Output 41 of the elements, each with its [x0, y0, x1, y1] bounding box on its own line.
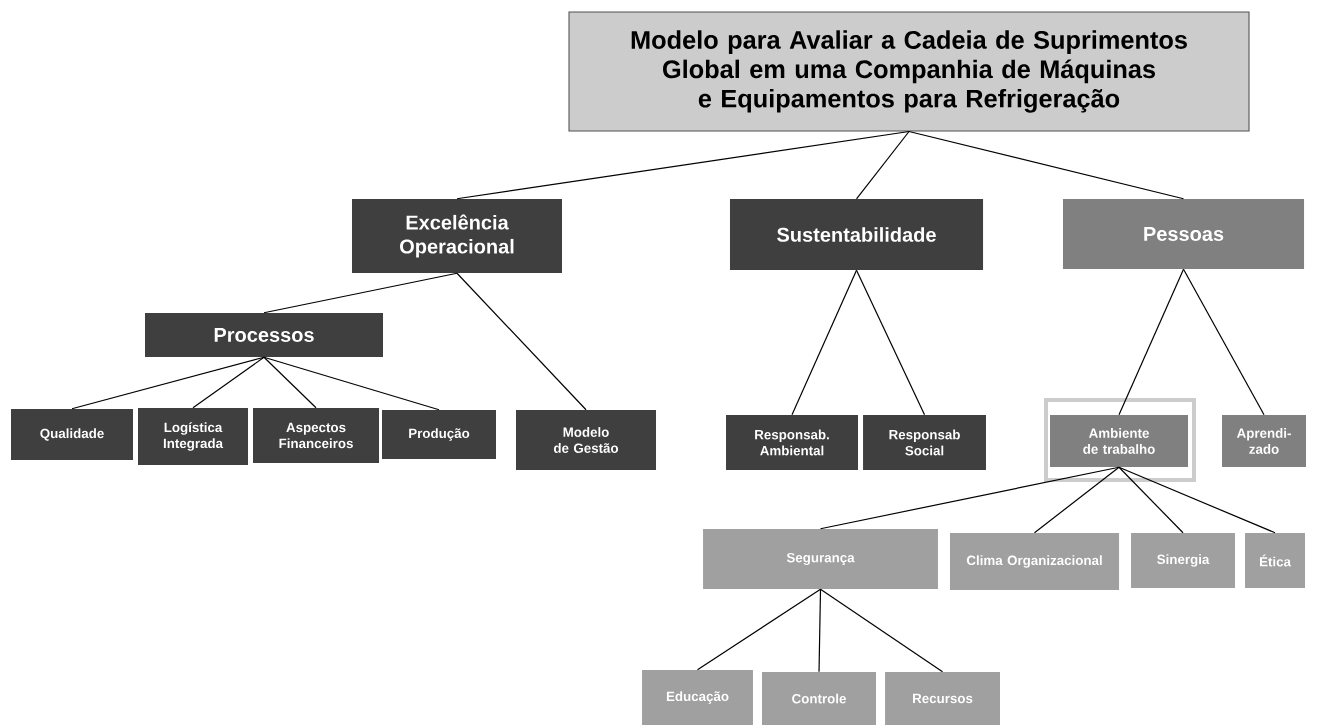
connector-line [908, 130, 1185, 200]
criterion-box: Ética [1245, 533, 1305, 588]
connector-line [456, 130, 910, 200]
criterion-box: Responsab Social [863, 415, 986, 470]
connector-line [456, 272, 587, 411]
criterion-box: Produção [382, 409, 496, 460]
category-box: Pessoas [1063, 199, 1305, 269]
criterion-box: Sinergia [1131, 533, 1235, 588]
connector-line [1118, 466, 1184, 534]
criterion-box: Recursos [885, 672, 1000, 725]
connector-line [192, 356, 265, 409]
connector-line [819, 588, 944, 673]
criterion-box: Logística Integrada [138, 407, 248, 466]
connector-line [819, 466, 1120, 530]
criterion-box: Aspectos Financeiros [253, 408, 379, 463]
connector-line [1118, 268, 1185, 416]
category-box: Processos [145, 313, 383, 357]
criterion-box: Segurança [703, 529, 938, 589]
criterion-box: Clima Organizacional [950, 532, 1120, 591]
criterion-box: Qualidade [11, 409, 133, 460]
criterion-box: Ambiente de trabalho [1050, 415, 1188, 467]
connector-line [263, 356, 317, 409]
connector-line [818, 588, 822, 673]
connector-line [855, 269, 926, 416]
category-box: Sustentabilidade [730, 199, 984, 270]
criterion-box: Modelo de Gestão [516, 410, 656, 470]
criterion-box: Aprendi- zado [1222, 415, 1306, 467]
connector-line [263, 272, 458, 314]
connector-line [791, 269, 858, 416]
connector-line [263, 356, 440, 411]
connector-line [1182, 268, 1265, 416]
criterion-box: Responsab. Ambiental [726, 415, 858, 470]
title-box: Modelo para Avaliar a Cadeia de Suprimentos Global em uma Companhia de Máquinas e Equipamentos para Refrigeração [568, 11, 1250, 132]
connector-line [696, 588, 822, 671]
criterion-box: Controle [762, 672, 876, 725]
connector-line [1033, 466, 1120, 534]
connector-line [1118, 466, 1276, 534]
category-box: Excelência Operacional [352, 199, 562, 273]
connector-line [855, 130, 910, 200]
connector-line [71, 356, 265, 410]
criterion-box: Educação [642, 670, 753, 725]
